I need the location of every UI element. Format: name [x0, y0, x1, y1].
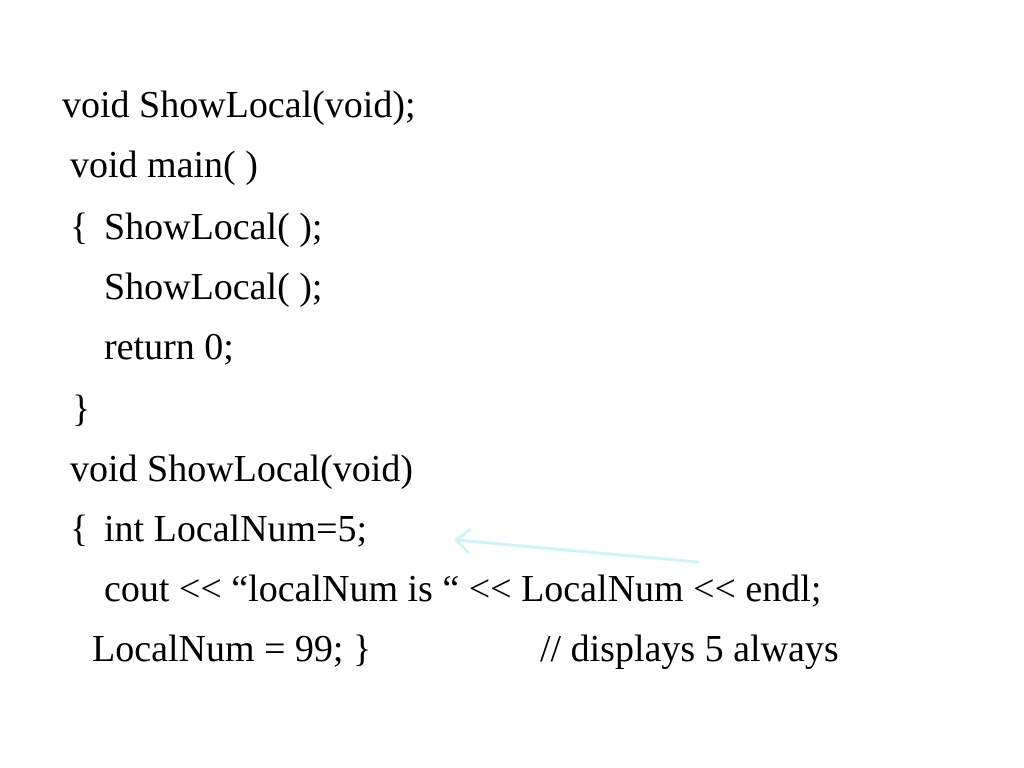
- code-text: int LocalNum=5;: [104, 508, 368, 550]
- code-line-cout: cout << “localNum is “ << LocalNum << en…: [104, 568, 822, 610]
- code-line-main-header: void main( ): [70, 144, 258, 186]
- code-line-main-body-1: { ShowLocal( );: [70, 208, 322, 246]
- code-line-main-body-2: ShowLocal( );: [104, 266, 323, 308]
- code-line-prototype: void ShowLocal(void);: [62, 84, 416, 126]
- open-brace: {: [70, 508, 89, 550]
- code-text: ShowLocal( );: [104, 206, 323, 248]
- code-line-close-brace: }: [72, 388, 91, 430]
- code-line-return: return 0;: [104, 326, 234, 368]
- code-line-assignment: LocalNum = 99; }: [92, 628, 372, 670]
- code-comment: // displays 5 always: [540, 628, 839, 670]
- open-brace: {: [70, 206, 89, 248]
- pointer-arrow-icon: [454, 528, 700, 564]
- code-line-function-header: void ShowLocal(void): [70, 448, 414, 490]
- code-line-local-declaration: { int LocalNum=5;: [70, 510, 367, 548]
